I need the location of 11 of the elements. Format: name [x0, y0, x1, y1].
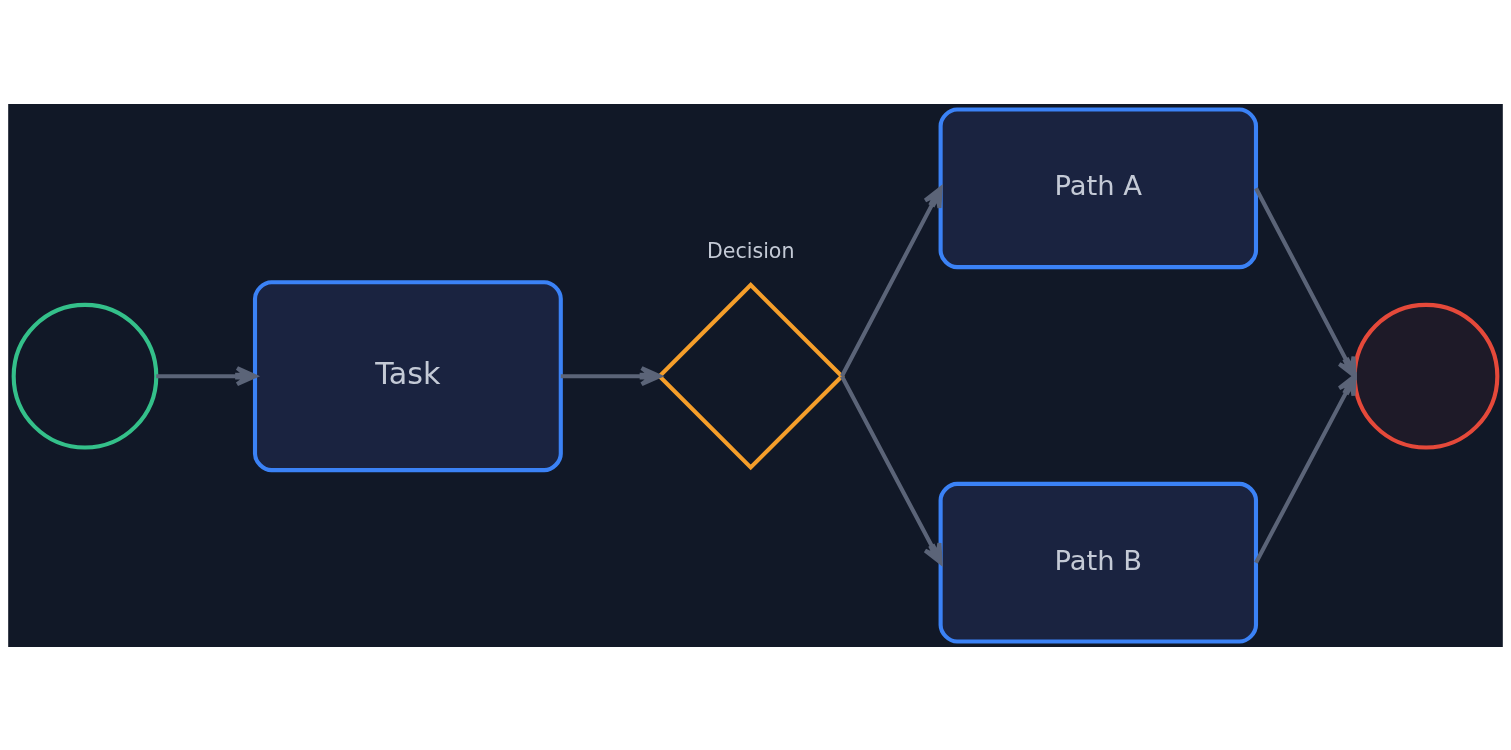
arrow — [840, 185, 943, 377]
node-circle — [11, 302, 159, 450]
node-circle — [1352, 302, 1500, 450]
node-box: Path A — [938, 106, 1259, 269]
node-box: Path B — [938, 481, 1259, 644]
arrow — [1254, 373, 1357, 564]
node-label: Decision — [706, 238, 795, 263]
arrow — [560, 365, 662, 386]
arrow — [156, 365, 258, 386]
node-box: Task — [252, 279, 563, 472]
arrow — [840, 374, 943, 565]
